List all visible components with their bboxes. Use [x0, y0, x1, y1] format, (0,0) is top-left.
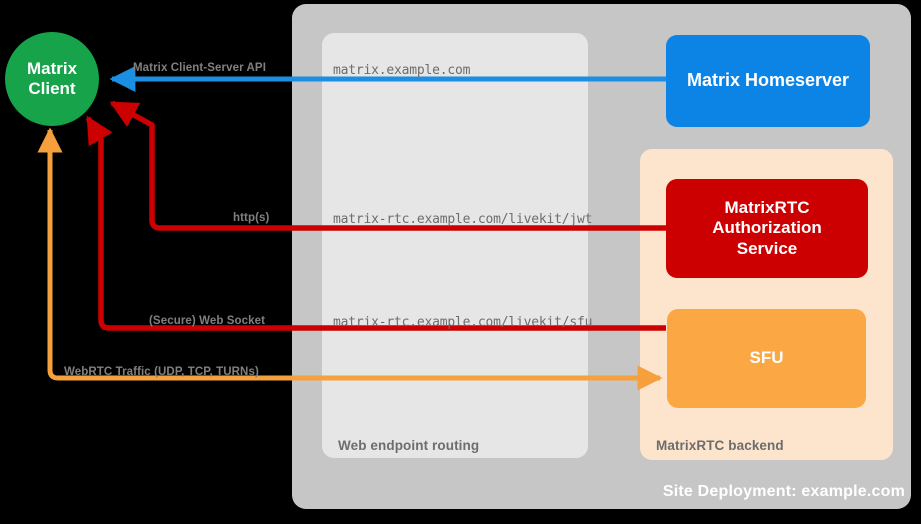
- endpoint-livekit-jwt: matrix-rtc.example.com/livekit/jwt: [333, 212, 593, 227]
- matrix-client-node[interactable]: Matrix Client: [5, 32, 99, 126]
- auth-label-line1: MatrixRTC: [724, 197, 810, 217]
- endpoint-matrix-example-com: matrix.example.com: [333, 63, 471, 78]
- endpoint-livekit-sfu: matrix-rtc.example.com/livekit/sfu: [333, 315, 593, 330]
- auth-label-line2: Authorization: [712, 218, 822, 238]
- matrix-homeserver-node[interactable]: Matrix Homeserver: [666, 35, 870, 127]
- matrix-client-label-line1: Matrix: [26, 58, 78, 78]
- matrixrtc-backend-label: MatrixRTC backend: [656, 438, 784, 453]
- matrixrtc-authorization-service-node[interactable]: MatrixRTC Authorization Service: [666, 179, 868, 278]
- matrixrtc-authorization-service-label: MatrixRTC Authorization Service: [712, 198, 822, 259]
- flow-label-https: http(s): [233, 212, 270, 224]
- flow-label-secure-web-socket: (Secure) Web Socket: [149, 315, 266, 327]
- sfu-label: SFU: [749, 348, 784, 368]
- matrix-homeserver-label: Matrix Homeserver: [686, 70, 850, 91]
- web-endpoint-routing-label: Web endpoint routing: [338, 438, 480, 453]
- site-deployment-label: Site Deployment: example.com: [662, 483, 905, 500]
- matrix-client-label-line2: Client: [28, 79, 76, 98]
- flow-label-webrtc-traffic: WebRTC Traffic (UDP, TCP, TURNs): [64, 366, 259, 378]
- sfu-node[interactable]: SFU: [667, 309, 866, 408]
- flow-label-matrix-client-server-api: Matrix Client-Server API: [133, 62, 266, 74]
- auth-label-line3: Service: [736, 238, 798, 258]
- web-endpoint-routing-panel: [322, 33, 588, 458]
